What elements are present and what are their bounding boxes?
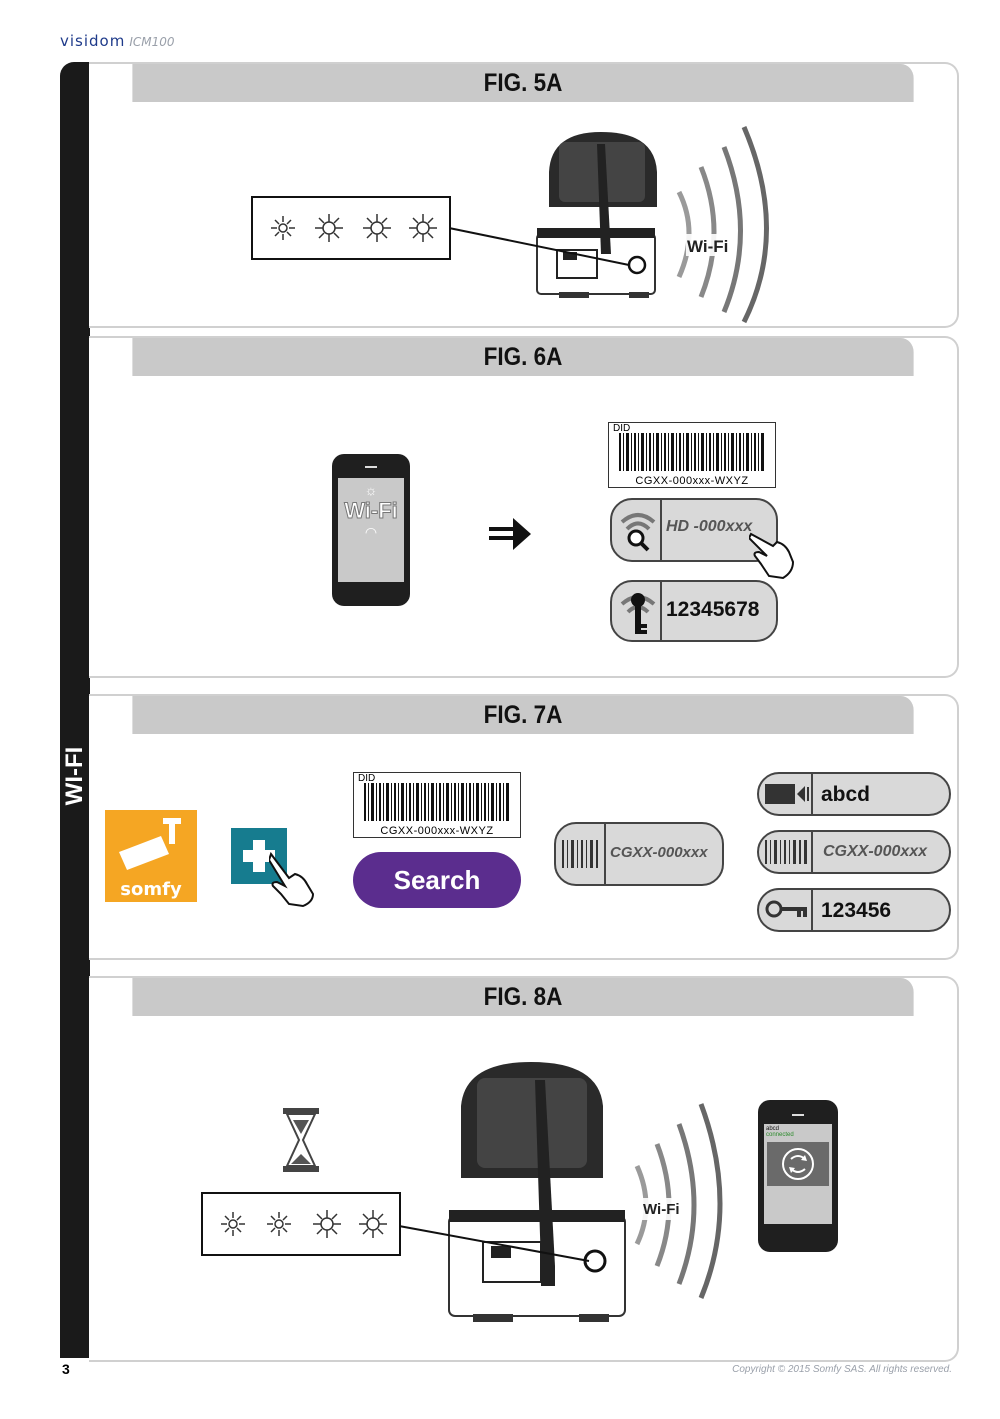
wifi-icon: ◠ — [364, 524, 378, 540]
led-blinking-icon — [221, 1210, 387, 1238]
phone-camera-name: abcd — [766, 1126, 780, 1132]
camera-key-field[interactable]: 123456 — [757, 888, 951, 932]
did-barcode: DID CGXX-000xxx-WXYZ — [608, 422, 776, 488]
barcode-code: CGXX-000xxx-WXYZ — [380, 825, 494, 837]
plus-icon — [243, 840, 275, 872]
barcode-icon — [562, 840, 598, 868]
hand-pointer-icon — [269, 852, 315, 908]
wifi-label: Wi-Fi — [643, 1201, 680, 1218]
camera-icon — [119, 818, 181, 870]
section-label: WI-FI — [61, 746, 88, 806]
phone-screen: abcd connected — [764, 1124, 832, 1224]
camera-icon — [765, 784, 809, 804]
page-number: 3 — [62, 1361, 70, 1377]
wifi-magnifier-icon — [620, 513, 656, 552]
camera-name: abcd — [821, 783, 871, 806]
barcode-caption: DID — [613, 423, 631, 434]
hourglass-icon — [283, 1108, 319, 1172]
section-sidebar: WI-FI — [60, 62, 90, 1358]
led-row — [221, 1210, 387, 1238]
fig5a-illustration: Wi-Fi — [448, 126, 769, 324]
camera-id: CGXX-000xxx — [823, 843, 928, 860]
barcode-caption: DID — [358, 773, 376, 784]
camera-name-field[interactable]: abcd — [757, 772, 951, 816]
fig8a-illustration: Wi-Fi — [283, 1062, 723, 1322]
figure-title: FIG. 8A — [132, 978, 914, 1016]
figure-title: FIG. 5A — [132, 64, 914, 102]
camera-thumbnail[interactable] — [767, 1142, 829, 1186]
found-device-item[interactable]: CGXX-000xxx — [554, 822, 724, 886]
did-barcode: DID CGXX-000xxx-WXYZ — [353, 772, 521, 838]
figure-title: FIG. 6A — [132, 338, 914, 376]
figure-title: FIG. 7A — [132, 696, 914, 734]
wifi-label: Wi-Fi — [687, 237, 728, 256]
phone-screen: ☼ Wi-Fi ◠ — [338, 478, 404, 582]
figure-6a: FIG. 6A ☼ Wi-Fi ◠ DID CGXX-000xxx-WXYZ — [89, 336, 959, 678]
camera-key: 123456 — [821, 899, 892, 922]
camera-icon — [448, 1062, 626, 1322]
barcode-icon — [765, 840, 807, 864]
copyright-notice: Copyright © 2015 Somfy SAS. All rights r… — [732, 1364, 952, 1375]
phone-illustration: abcd connected — [758, 1100, 838, 1252]
network-name: HD -000xxx — [666, 518, 753, 535]
phone-illustration: ☼ Wi-Fi ◠ — [332, 454, 410, 606]
wifi-key-icon — [620, 593, 656, 634]
wifi-waves-icon — [676, 126, 769, 324]
refresh-icon — [782, 1148, 814, 1180]
sun-icon: ☼ — [364, 482, 378, 498]
led-row — [271, 214, 437, 242]
app-name: somfy — [120, 879, 182, 900]
arrow-right-icon — [489, 518, 531, 550]
found-device-id: CGXX-000xxx — [610, 844, 708, 861]
led-blinking-icon — [271, 214, 437, 242]
network-select-field[interactable]: HD -000xxx — [610, 498, 778, 562]
phone-connection-status: connected — [766, 1132, 794, 1138]
wifi-password-field[interactable]: 12345678 — [610, 580, 778, 642]
figure-7a: FIG. 7A somfy DID CGXX-000xxx-WXYZ Searc… — [89, 694, 959, 960]
led-status-box — [201, 1192, 401, 1256]
camera-icon — [536, 132, 657, 298]
model-name: ICM100 — [129, 35, 175, 49]
somfy-app-icon[interactable]: somfy — [105, 810, 197, 902]
camera-id-field[interactable]: CGXX-000xxx — [757, 830, 951, 874]
key-icon — [765, 900, 807, 918]
barcode-icon — [364, 783, 509, 821]
wifi-password: 12345678 — [666, 598, 760, 621]
barcode-icon — [619, 433, 764, 471]
search-button[interactable]: Search — [353, 852, 521, 908]
barcode-code: CGXX-000xxx-WXYZ — [635, 475, 749, 487]
led-status-box — [251, 196, 451, 260]
hand-pointer-icon — [749, 532, 795, 580]
figure-8a: FIG. 8A — [89, 976, 959, 1362]
brand-name: visidom — [60, 32, 126, 50]
phone-wifi-label: Wi-Fi — [344, 498, 399, 524]
figure-5a: FIG. 5A — [89, 62, 959, 328]
